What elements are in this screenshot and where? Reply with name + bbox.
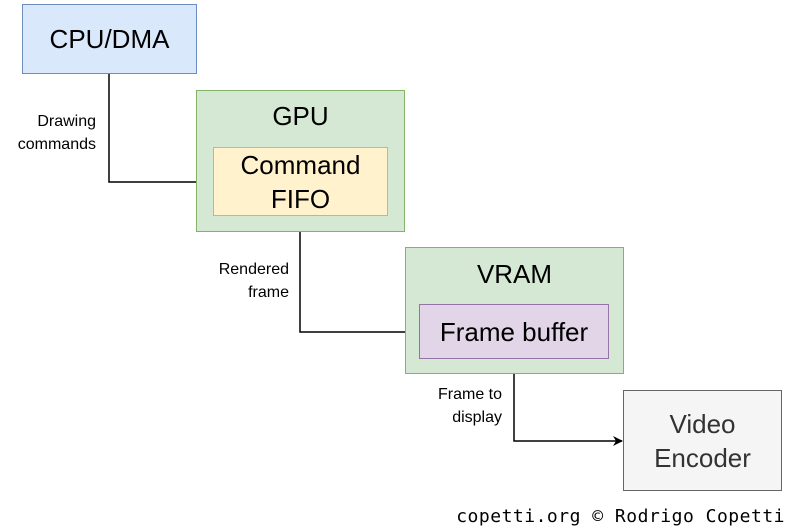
- video-encoder-node[interactable]: Video Encoder: [623, 390, 782, 491]
- edge-gpu-to-framebuffer: [299, 232, 419, 337]
- edge-label-frame-to-display: Frame to display: [438, 383, 502, 429]
- copyright-credit: copetti.org © Rodrigo Copetti: [456, 506, 785, 527]
- video-encoder-line2: Encoder: [654, 442, 751, 473]
- cpu-dma-node[interactable]: CPU/DMA: [22, 4, 197, 74]
- frame-buffer-node[interactable]: Frame buffer: [419, 304, 609, 359]
- edge-label-line: display: [452, 409, 502, 426]
- edge-label-line: frame: [248, 284, 289, 301]
- edge-label-rendered-frame: Rendered frame: [219, 258, 289, 304]
- edge-label-line: Frame to: [437, 386, 502, 403]
- gpu-label: GPU: [272, 101, 329, 131]
- edge-cpu-to-fifo: [108, 74, 213, 187]
- edge-label-drawing-commands: Drawing commands: [18, 110, 96, 156]
- frame-buffer-label: Frame buffer: [439, 316, 589, 347]
- command-fifo-line2: FIFO: [270, 183, 331, 214]
- video-encoder-line1: Video: [669, 408, 736, 439]
- edge-label-line: Rendered: [218, 261, 289, 278]
- edge-label-line: Drawing: [37, 113, 96, 130]
- command-fifo-line1: Command: [240, 149, 361, 180]
- command-fifo-node[interactable]: Command FIFO: [213, 147, 388, 216]
- edge-framebuffer-to-encoder: [513, 359, 623, 446]
- vram-label: VRAM: [476, 259, 553, 289]
- cpu-dma-label: CPU/DMA: [49, 24, 170, 54]
- edge-label-line: commands: [17, 136, 96, 153]
